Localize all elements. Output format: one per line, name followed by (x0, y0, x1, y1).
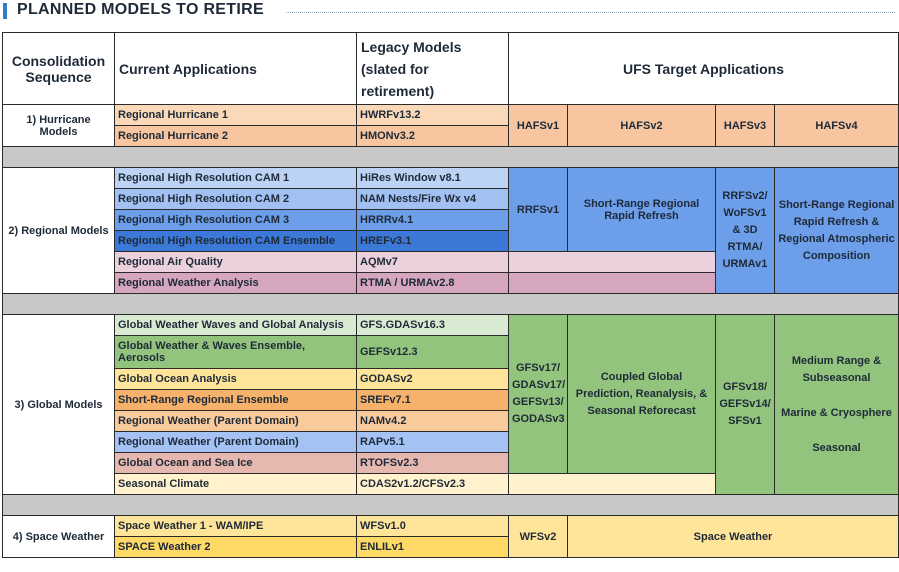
current-app-cell: Regional Weather (Parent Domain) (114, 431, 357, 453)
current-app-cell: Global Weather Waves and Global Analysis (114, 314, 357, 336)
table-row: Global Ocean Analysis GODASv2 (3, 368, 899, 390)
table-row: Regional High Resolution CAM 3 HRRRv4.1 (3, 209, 899, 231)
table-row: 1) Hurricane Models Regional Hurricane 1… (2, 104, 899, 147)
ufs-target-cell: HAFSv4 (773, 104, 899, 147)
ufs-target-cell: HAFSv3 (715, 104, 775, 147)
group-label-regional: 2) Regional Models (2, 167, 115, 294)
current-app-cell: Global Ocean and Sea Ice (114, 452, 357, 474)
group-label-space: 4) Space Weather (2, 515, 115, 558)
ufs-target-cell: GFSv17/ GDASv17/ GEFSv13/ GODASv3 (508, 314, 568, 474)
header-divider (286, 12, 895, 13)
ufs-target-cell: HAFSv2 (567, 104, 716, 147)
ufs-target-seasonal: Seasonal (812, 441, 861, 454)
ufs-target-cell: Short-Range Regional Rapid Refresh (567, 167, 716, 252)
header-accent-bar (3, 3, 7, 19)
table-row: Global Weather & Waves Ensemble, Aerosol… (3, 335, 899, 369)
header-sequence: Consolidation Sequence (2, 32, 115, 105)
table-row: Global Ocean and Sea Ice RTOFSv2.3 (3, 452, 899, 474)
current-app-cell: Regional High Resolution CAM 3 (114, 209, 357, 231)
legacy-model-cell: RAPv5.1 (356, 431, 509, 453)
legacy-model-cell: NAM Nests/Fire Wx v4 (356, 188, 509, 210)
current-app-cell: Regional High Resolution CAM Ensemble (114, 230, 357, 252)
table-row: Regional Weather (Parent Domain) NAMv4.2 (3, 410, 899, 432)
legacy-model-cell: HREFv3.1 (356, 230, 509, 252)
spacer-cell (1, 494, 899, 516)
current-app-cell: Regional Weather Analysis (114, 272, 357, 294)
legacy-model-cell: AQMv7 (356, 251, 509, 273)
spacer-row (1, 494, 899, 516)
spacer-cell (1, 293, 899, 315)
table-row: 4) Space Weather Space Weather 1 - WAM/I… (2, 515, 899, 558)
table-row: Regional Hurricane 2 HMONv3.2 (3, 125, 899, 147)
ufs-target-medium-range: Medium Range & Subseasonal (791, 354, 882, 384)
current-app-cell: Short-Range Regional Ensemble (114, 389, 357, 411)
legacy-model-cell: HWRFv13.2 (356, 104, 509, 126)
spacer-row (1, 293, 899, 315)
current-app-cell: Regional High Resolution CAM 2 (114, 188, 357, 210)
table-row: 2) Regional Models Regional High Resolut… (2, 167, 899, 294)
legacy-model-cell: NAMv4.2 (356, 410, 509, 432)
current-app-cell: Seasonal Climate (114, 473, 357, 495)
empty-target-cell (508, 251, 716, 273)
legacy-model-cell: RTMA / URMAv2.8 (356, 272, 509, 294)
header-row: Consolidation Sequence Current Applicati… (2, 32, 899, 105)
legacy-model-cell: RTOFSv2.3 (356, 452, 509, 474)
legacy-model-cell: GEFSv12.3 (356, 335, 509, 369)
empty-target-cell (508, 473, 716, 495)
current-app-cell: Regional High Resolution CAM 1 (114, 167, 357, 189)
ufs-target-cell: Space Weather (566, 515, 899, 558)
ufs-target-cell: HAFSv1 (508, 104, 568, 147)
table-row: Regional Weather Analysis RTMA / URMAv2.… (3, 272, 899, 294)
header-legacy-models: Legacy Models (slated for retirement) (356, 32, 509, 105)
legacy-model-cell: GFS.GDASv16.3 (356, 314, 509, 336)
page-header: PLANNED MODELS TO RETIRE (0, 0, 899, 24)
current-app-cell: SPACE Weather 2 (114, 536, 357, 558)
table-row: Regional High Resolution CAM 2 NAM Nests… (3, 188, 899, 210)
legacy-model-cell: WFSv1.0 (356, 515, 509, 537)
current-app-cell: Regional Hurricane 1 (114, 104, 357, 126)
ufs-target-cell: WFSv2 (508, 515, 568, 558)
table-row: SPACE Weather 2 ENLILv1 (3, 536, 899, 558)
models-table: Consolidation Sequence Current Applicati… (1, 32, 899, 558)
current-app-cell: Global Ocean Analysis (114, 368, 357, 390)
ufs-target-stack: Medium Range & Subseasonal Marine & Cryo… (773, 314, 899, 495)
table-row: Regional Weather (Parent Domain) RAPv5.1 (3, 431, 899, 453)
table-row: 3) Global Models Global Weather Waves an… (2, 314, 899, 495)
ufs-target-cell: RRFSv1 (508, 167, 568, 252)
table-row: Short-Range Regional Ensemble SREFv7.1 (3, 389, 899, 411)
spacer-row (1, 146, 899, 168)
ufs-target-marine: Marine & Cryosphere (781, 406, 892, 419)
group-label-hurricane: 1) Hurricane Models (2, 104, 115, 147)
ufs-target-cell: GFSv18/ GEFSv14/ SFSv1 (715, 314, 775, 495)
empty-target-cell (508, 272, 716, 294)
spacer-cell (1, 146, 899, 168)
header-ufs-targets: UFS Target Applications (507, 32, 899, 105)
ufs-target-cell: RRFSv2/ WoFSv1 & 3D RTMA/ URMAv1 (715, 167, 775, 294)
legacy-model-cell: GODASv2 (356, 368, 509, 390)
legacy-model-cell: HiRes Window v8.1 (356, 167, 509, 189)
table-row: Regional Air Quality AQMv7 (3, 251, 899, 273)
current-app-cell: Regional Weather (Parent Domain) (114, 410, 357, 432)
current-app-cell: Regional Air Quality (114, 251, 357, 273)
header-current-applications: Current Applications (114, 32, 357, 105)
legacy-model-cell: HRRRv4.1 (356, 209, 509, 231)
current-app-cell: Space Weather 1 - WAM/IPE (114, 515, 357, 537)
current-app-cell: Regional Hurricane 2 (114, 125, 357, 147)
legacy-model-cell: HMONv3.2 (356, 125, 509, 147)
current-app-cell: Global Weather & Waves Ensemble, Aerosol… (114, 335, 357, 369)
legacy-model-cell: SREFv7.1 (356, 389, 509, 411)
page-title: PLANNED MODELS TO RETIRE (17, 1, 264, 18)
ufs-target-cell: Coupled Global Prediction, Reanalysis, &… (567, 314, 716, 474)
legacy-model-cell: ENLILv1 (356, 536, 509, 558)
legacy-model-cell: CDAS2v1.2/CFSv2.3 (356, 473, 509, 495)
group-label-global: 3) Global Models (2, 314, 115, 495)
ufs-target-cell: Short-Range Regional Rapid Refresh & Reg… (773, 167, 899, 294)
